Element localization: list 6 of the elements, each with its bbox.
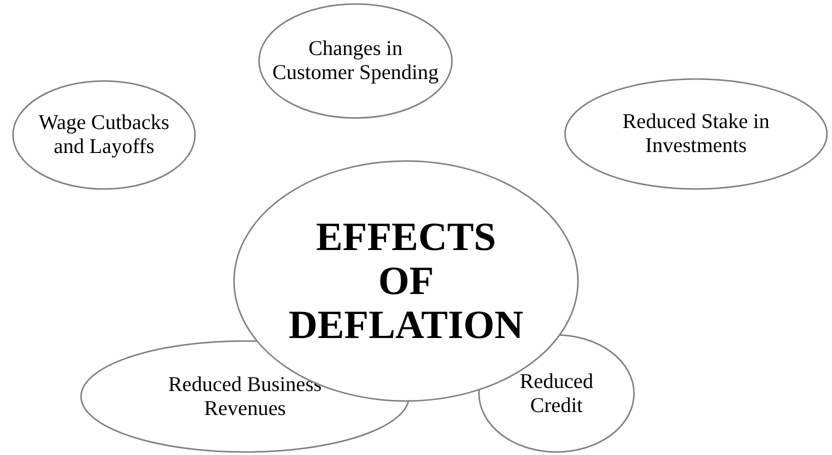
node-text: Reduced Stake in Investments bbox=[622, 110, 770, 158]
node-text: Wage Cutbacks and Layoffs bbox=[38, 111, 170, 159]
node-text: Reduced Business Revenues bbox=[167, 372, 323, 420]
node-text: Changes in Customer Spending bbox=[271, 37, 440, 85]
central-heading: EFFECTS OF DEFLATION bbox=[288, 215, 524, 347]
node-text: Reduced Credit bbox=[518, 370, 594, 418]
